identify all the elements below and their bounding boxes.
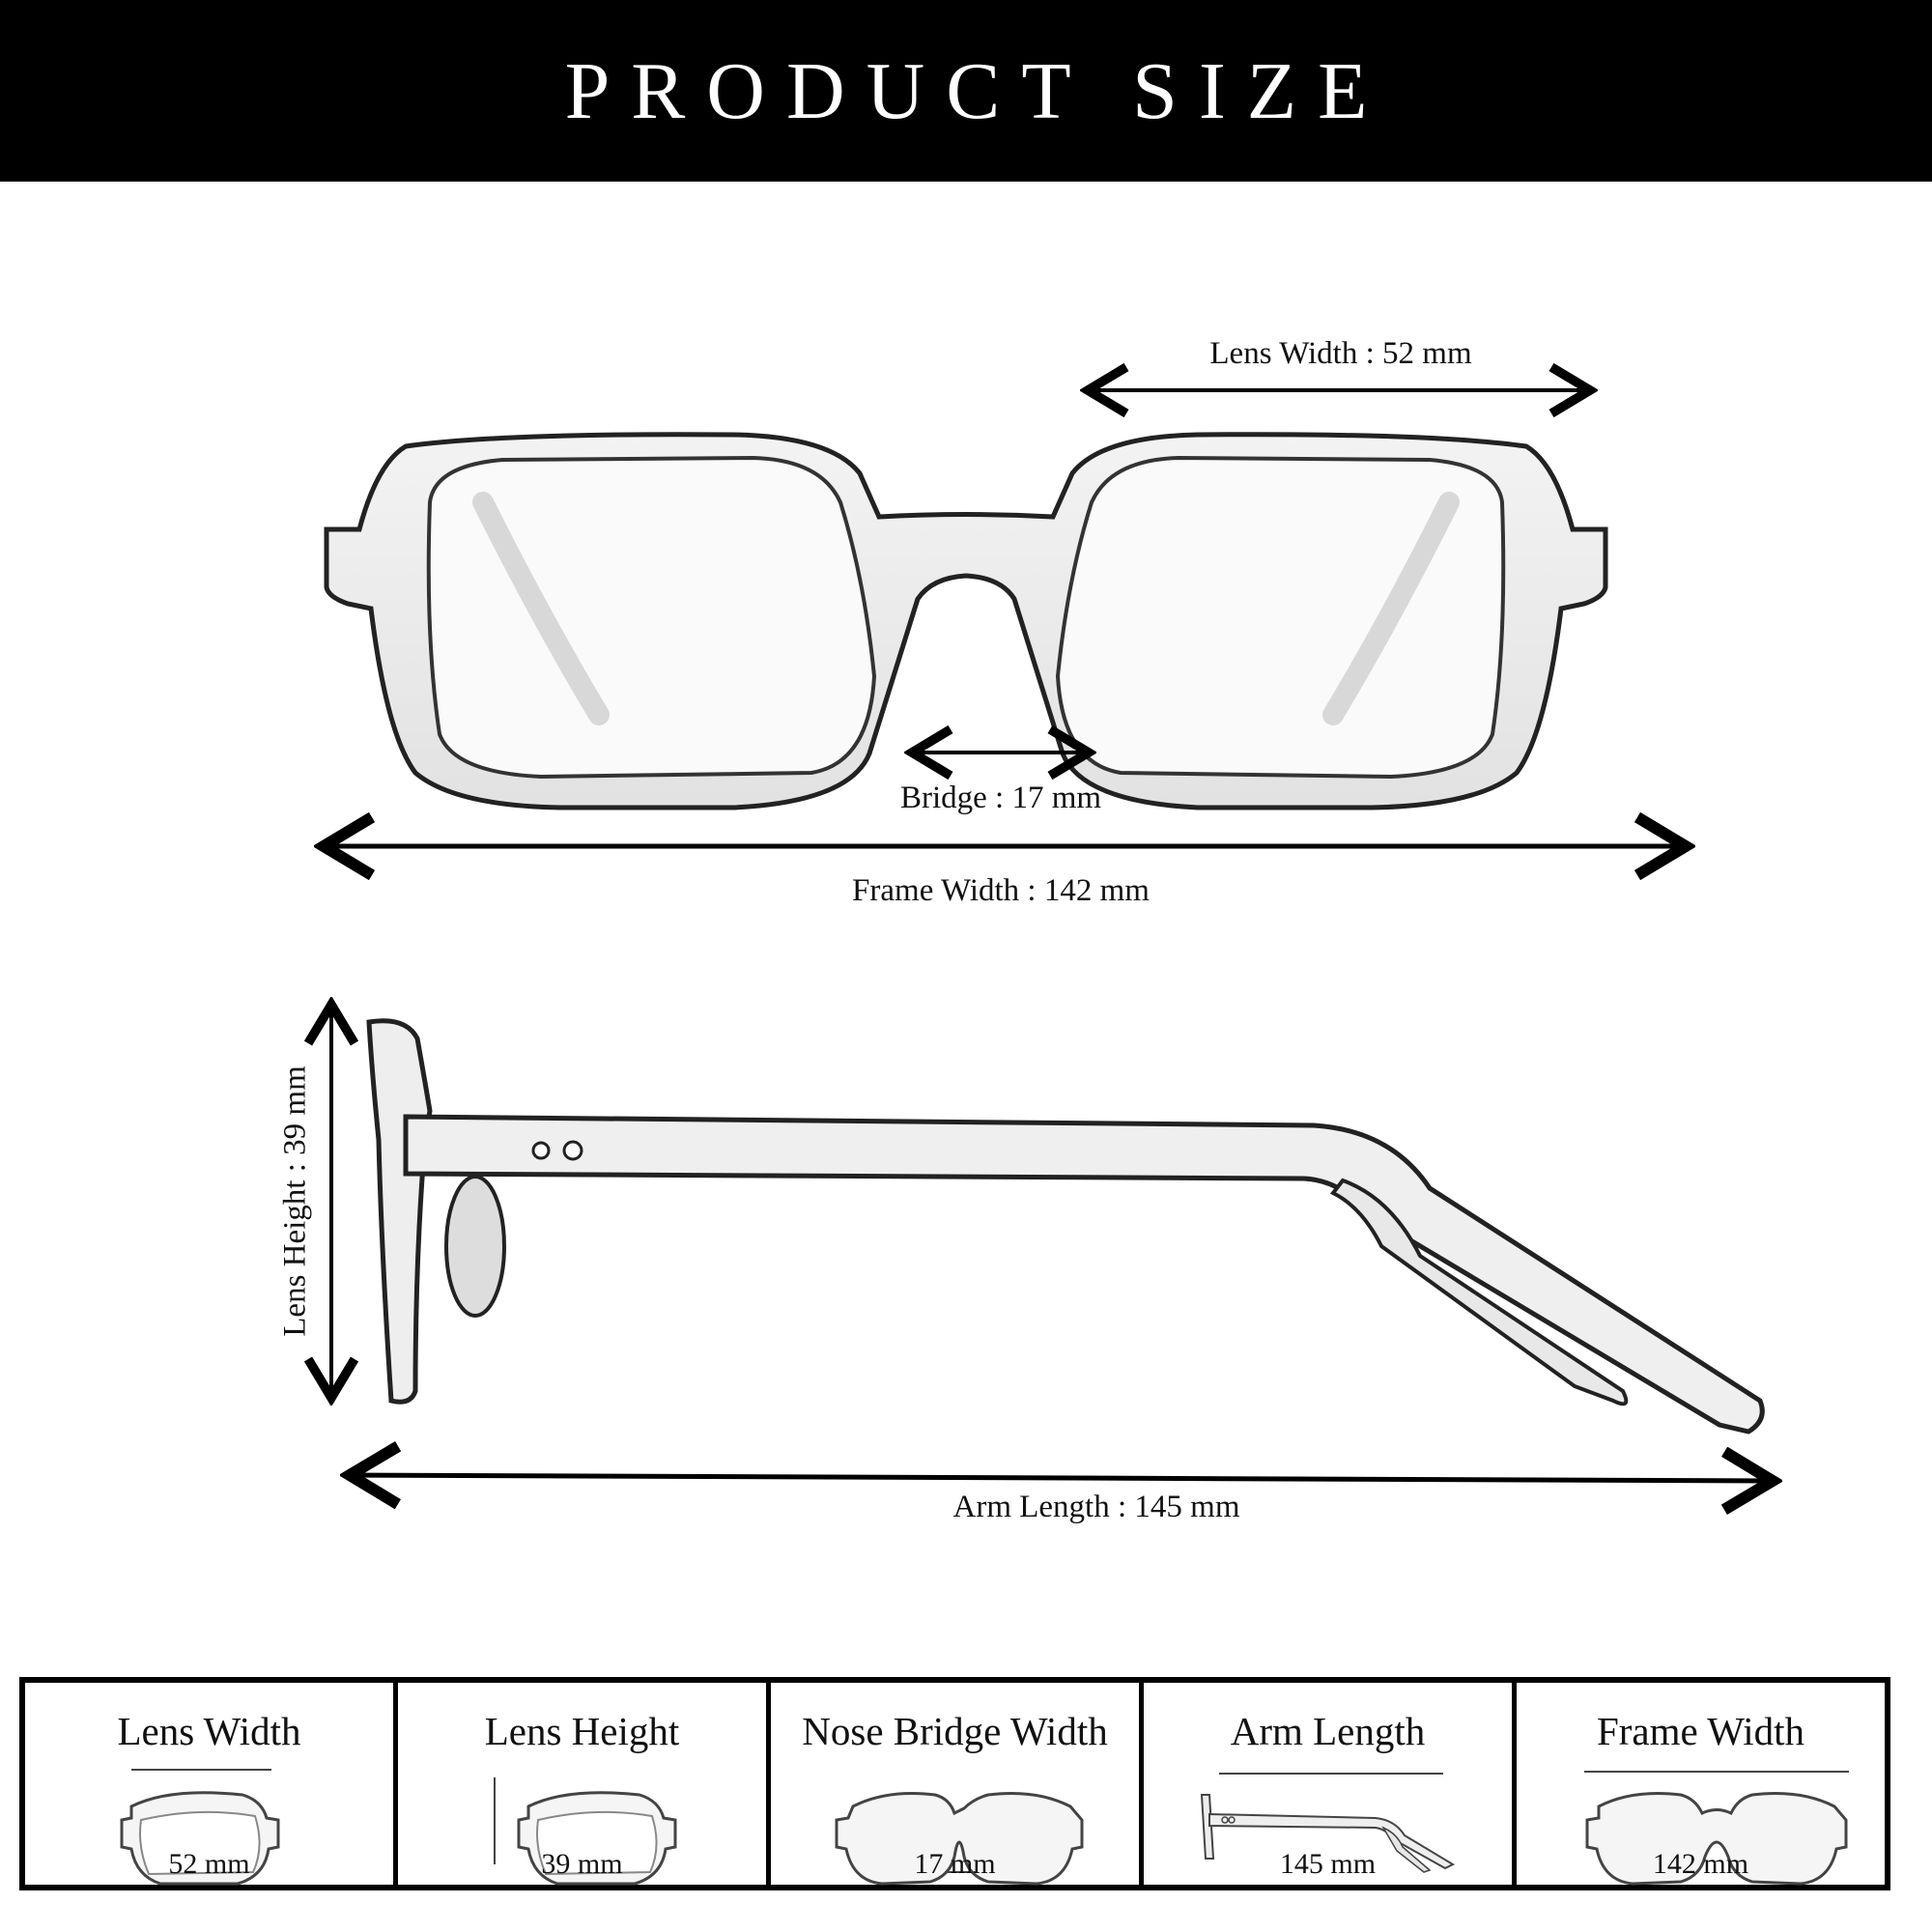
- size-summary-table: Lens Width 52 mm Lens Height 39 mm Nose …: [19, 1677, 1890, 1890]
- cell-value: 145 mm: [1279, 1848, 1377, 1880]
- arm-length-arrow: [350, 1475, 1773, 1481]
- summary-cell-lens-width: Lens Width 52 mm: [25, 1683, 398, 1886]
- summary-cell-lens-height: Lens Height 39 mm: [398, 1683, 771, 1886]
- summary-cell-nose-bridge-width: Nose Bridge Width 17 mm: [771, 1683, 1144, 1886]
- cell-title: Frame Width: [1596, 1709, 1805, 1753]
- lens-height-label: Lens Height : 39 mm: [277, 1065, 313, 1337]
- cell-value: 17 mm: [914, 1848, 996, 1880]
- cell-title: Lens Width: [117, 1709, 301, 1753]
- full-frame-icon: [1584, 1771, 1849, 1886]
- front-glasses-drawing: [324, 432, 1608, 810]
- summary-cell-frame-width: Frame Width 142 mm: [1517, 1683, 1885, 1886]
- cell-value: 52 mm: [168, 1848, 250, 1880]
- glasses-diagram: [0, 0, 1932, 1662]
- lens-width-label: Lens Width : 52 mm: [1209, 336, 1472, 371]
- single-lens-width-icon: [120, 1769, 280, 1886]
- cell-title: Nose Bridge Width: [802, 1709, 1108, 1753]
- page-title: PRODUCT SIZE: [564, 45, 1389, 136]
- single-lens-height-icon: [494, 1777, 677, 1886]
- bridge-width-icon: [835, 1792, 1084, 1886]
- arm-length-label: Arm Length : 145 mm: [952, 1490, 1240, 1524]
- right-lens: [1055, 455, 1506, 780]
- left-lens: [426, 455, 877, 780]
- cell-value: 39 mm: [541, 1848, 623, 1880]
- bridge-label: Bridge : 17 mm: [899, 781, 1102, 815]
- summary-cell-arm-length: Arm Length 145 mm: [1144, 1683, 1517, 1885]
- side-glasses-drawing: [366, 1018, 1765, 1435]
- side-arm-icon: [1200, 1773, 1456, 1873]
- side-front-rim: [366, 1018, 433, 1405]
- cell-value: 142 mm: [1652, 1848, 1749, 1880]
- header-banner: PRODUCT SIZE: [0, 0, 1932, 182]
- cell-title: Arm Length: [1230, 1709, 1426, 1753]
- frame-width-label: Frame Width : 142 mm: [852, 873, 1150, 908]
- cell-title: Lens Height: [484, 1709, 680, 1753]
- side-temple-arm: [403, 1114, 1765, 1435]
